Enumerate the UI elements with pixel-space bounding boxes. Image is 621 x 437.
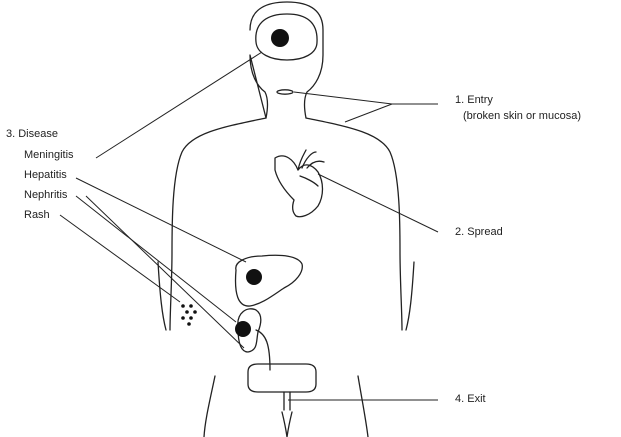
exit-label: 4. Exit — [455, 393, 486, 406]
disease-meningitis: Meningitis — [24, 149, 74, 162]
leader-line-hepatitis — [76, 178, 246, 262]
torso-outline — [170, 118, 402, 330]
legs-outline — [204, 376, 368, 437]
arm-outline — [406, 262, 414, 330]
leader-line-entry-skin — [345, 104, 392, 122]
kidney-infection-dot — [235, 321, 251, 337]
disease-hepatitis: Hepatitis — [24, 169, 67, 182]
rash-dots-icon — [181, 304, 197, 326]
disease-nephritis: Nephritis — [24, 189, 67, 202]
disease-heading: 3. Disease — [6, 128, 58, 141]
spread-label: 2. Spread — [455, 226, 503, 239]
disease-rash: Rash — [24, 209, 50, 222]
leader-line-spread — [318, 174, 438, 232]
leader-line-nephritis — [76, 196, 236, 322]
mouth-icon — [277, 90, 293, 94]
liver-infection-dot — [246, 269, 262, 285]
leader-line-meningitis — [96, 52, 262, 158]
heart-vessels-icon — [298, 150, 324, 186]
entry-label: 1. Entry — [455, 94, 493, 107]
leader-line-entry-mouth — [294, 92, 392, 104]
brain-infection-dot — [271, 29, 289, 47]
urethra — [284, 392, 290, 410]
entry-detail-label: (broken skin or mucosa) — [463, 110, 581, 123]
bladder-icon — [248, 364, 316, 392]
liver-icon — [236, 255, 303, 306]
